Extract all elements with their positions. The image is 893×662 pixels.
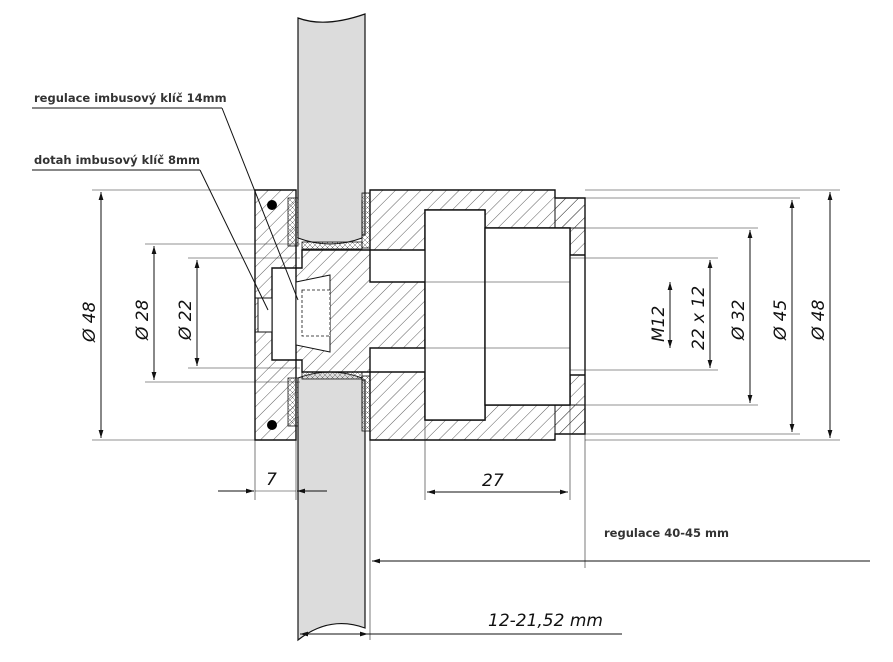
fitting-body [369,189,586,441]
dim-bottom-7: 7 [266,470,277,490]
dim-glass-thickness: 12-21,52 mm [488,611,603,631]
dim-left-d28: Ø 28 [133,299,153,341]
outer-flange [254,189,297,441]
annotation-tighten-key: dotah imbusový klíč 8mm [34,153,200,167]
right-dimensions [570,189,840,441]
leaders [32,107,299,311]
bolt [295,249,426,373]
dim-right-22x12: 22 x 12 [689,286,709,350]
glass-panel [297,13,366,642]
dim-right-d48: Ø 48 [809,299,829,341]
dim-right-d32: Ø 32 [729,300,749,341]
dim-left-d22: Ø 22 [176,300,196,341]
left-dimensions [92,189,300,441]
dim-right-m12: M12 [649,306,669,342]
annotation-adjust-key: regulace imbusový klíč 14mm [34,91,227,105]
o-ring-top [267,200,277,210]
dim-left-d48: Ø 48 [80,301,100,343]
dim-bottom-27: 27 [482,471,504,491]
o-ring-bottom [267,420,277,430]
bottom-dimensions [218,405,870,640]
annotation-adjust-range: regulace 40-45 mm [604,526,729,540]
dim-right-d45: Ø 45 [771,300,791,341]
